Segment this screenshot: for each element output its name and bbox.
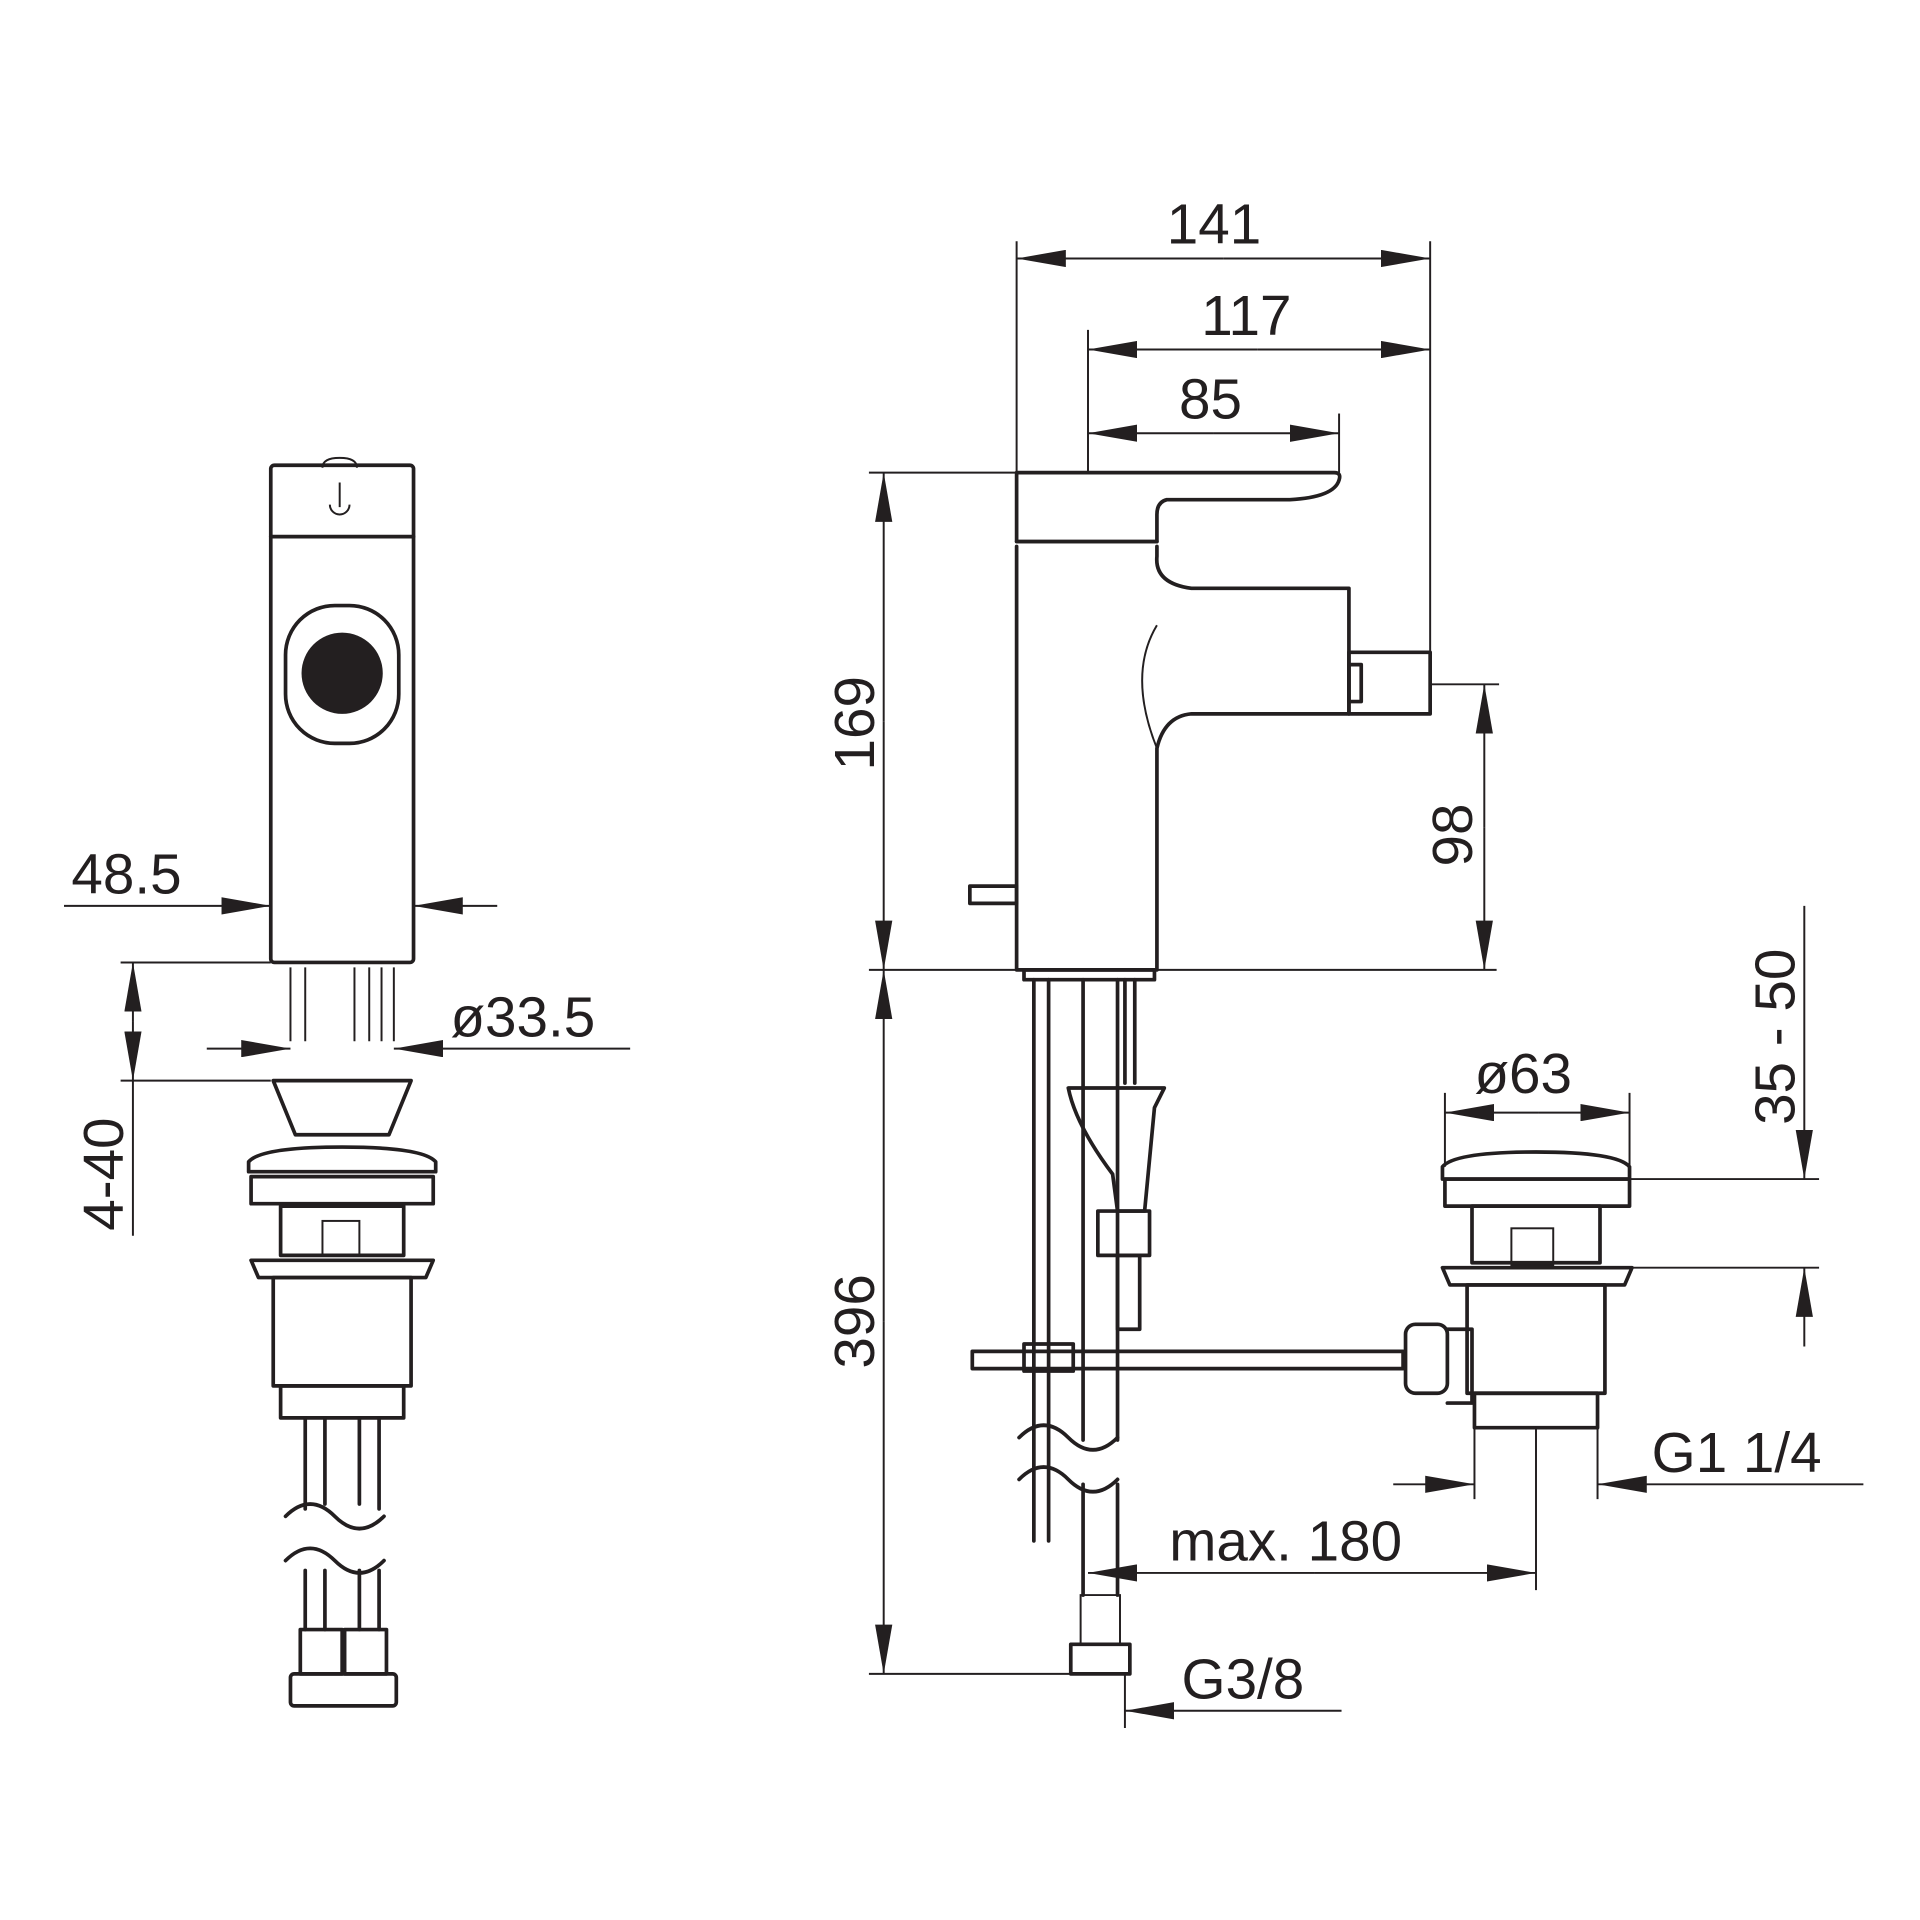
dim-spout-height: 98 xyxy=(1421,803,1484,866)
dim-waste-thread: G1 1/4 xyxy=(1652,1421,1822,1484)
side-view xyxy=(968,470,1634,1676)
side-dimensions: 141 117 85 169 98 396 ø63 35 - 50 G1 1/4… xyxy=(823,193,1864,1728)
dim-body-width: 48.5 xyxy=(71,843,181,906)
dim-body-height: 169 xyxy=(823,676,886,770)
dim-waste-range: 35 - 50 xyxy=(1743,949,1806,1125)
handle-knob xyxy=(301,632,383,714)
dim-waste-distance: max. 180 xyxy=(1169,1510,1402,1573)
dim-supply-thread: G3/8 xyxy=(1182,1647,1305,1710)
front-view xyxy=(246,456,438,1708)
front-dimensions: 48.5 4-40 ø33.5 xyxy=(64,843,631,1236)
dim-deck-thickness: 4-40 xyxy=(72,1117,135,1230)
dim-lever-length: 85 xyxy=(1179,367,1242,430)
handle-rosette xyxy=(283,603,401,746)
dim-hole-diameter: ø33.5 xyxy=(450,985,595,1048)
dim-waste-diameter: ø63 xyxy=(1474,1042,1572,1105)
dim-spout-reach: 117 xyxy=(1201,284,1291,347)
dim-overall-length: 141 xyxy=(1167,193,1261,256)
dim-hose-length: 396 xyxy=(823,1274,886,1368)
